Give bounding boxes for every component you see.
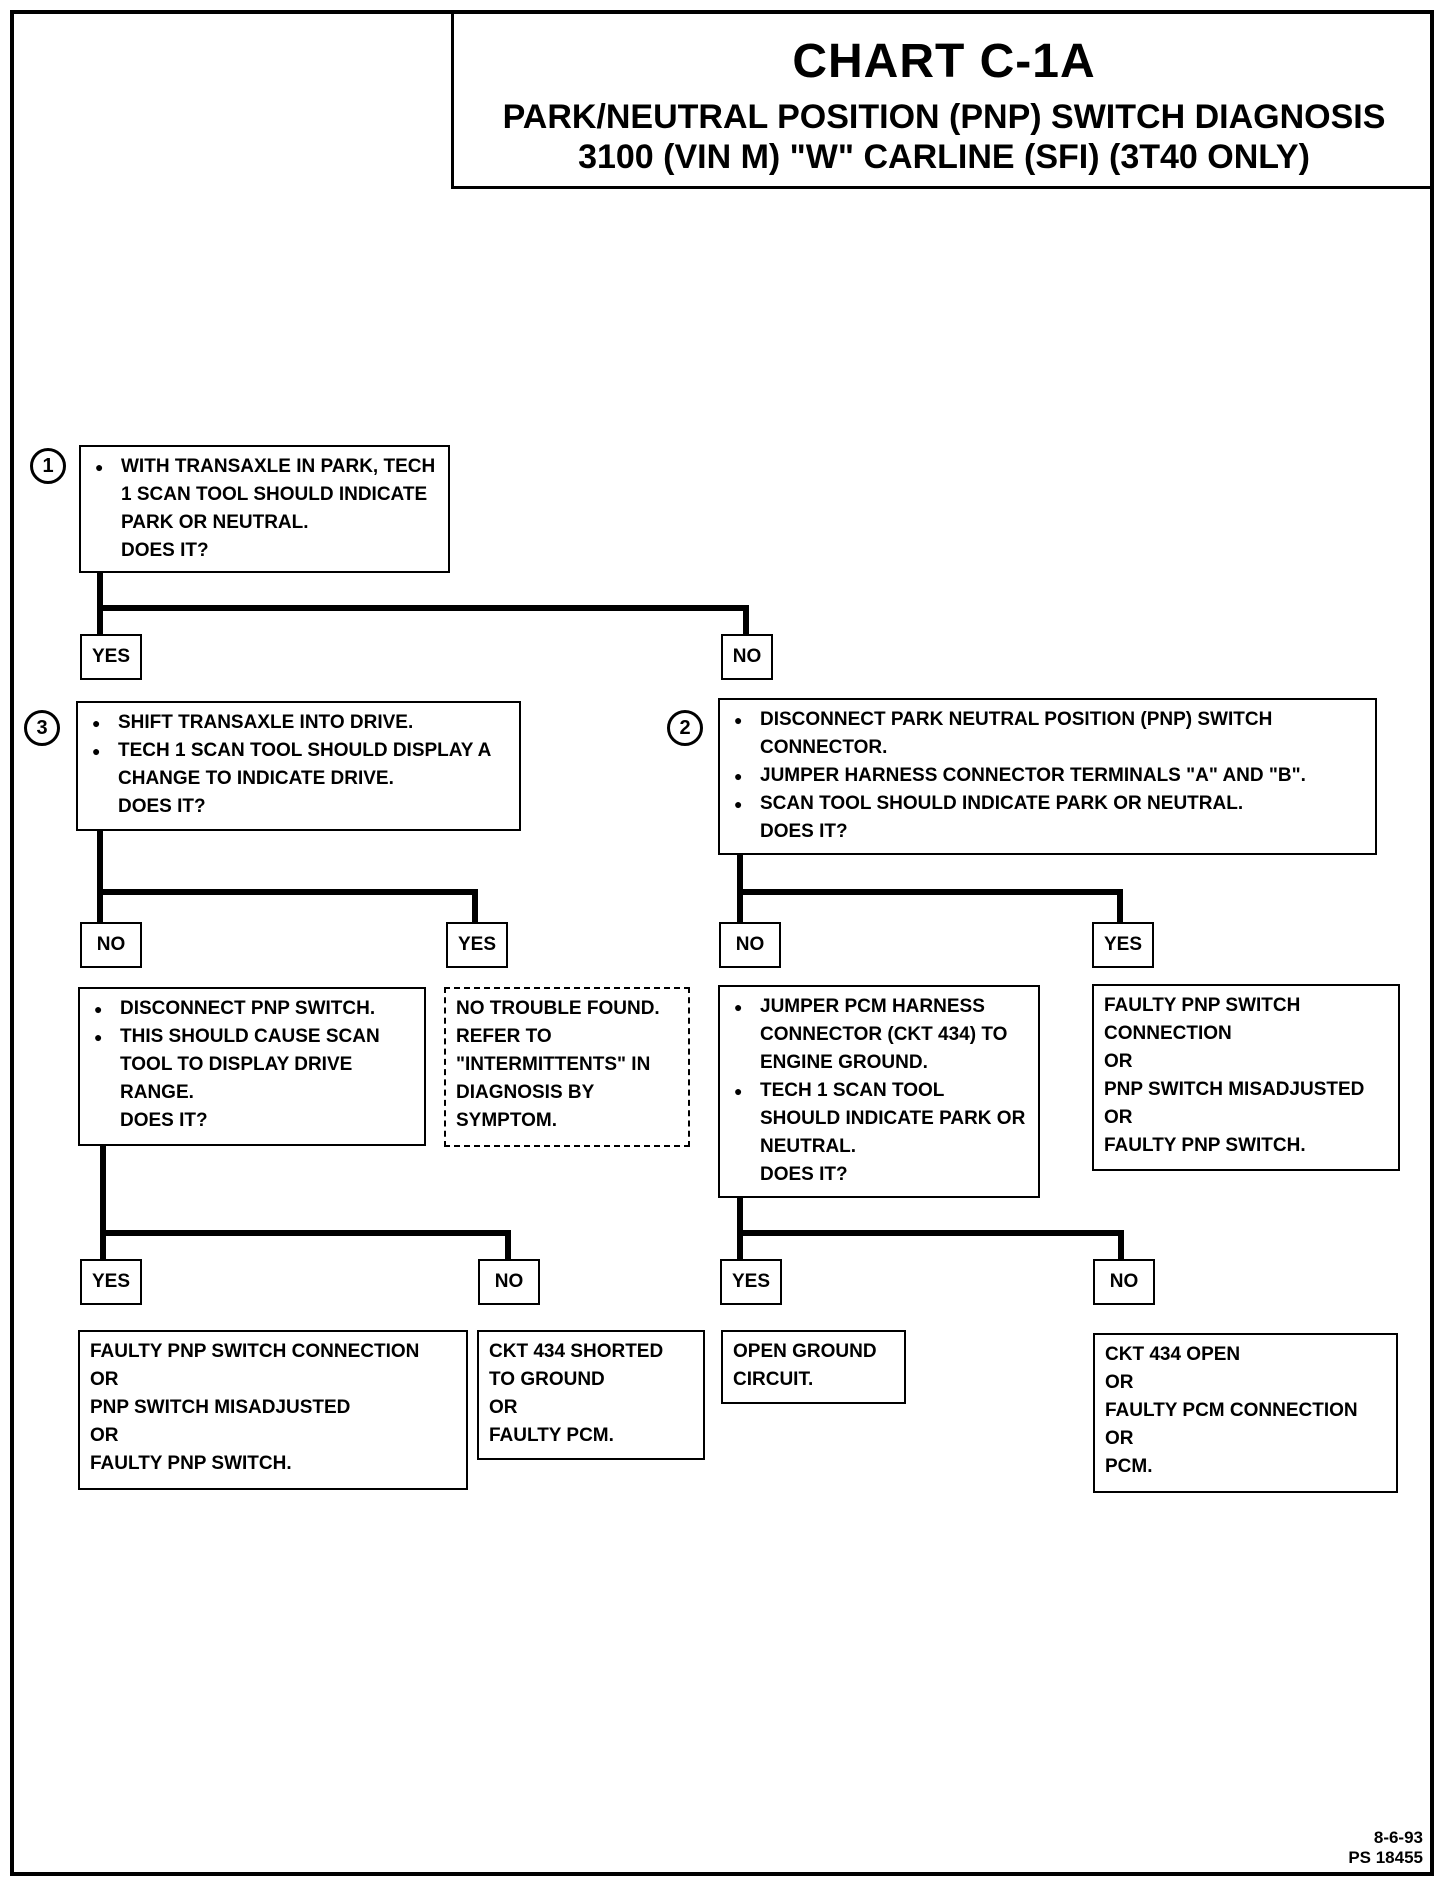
jumper-pcm-question: DOES IT? xyxy=(760,1164,848,1185)
no-trouble-line-4: DIAGNOSIS BY xyxy=(456,1082,595,1103)
step-1-instruction: WITH TRANSAXLE IN PARK, TECH 1 SCAN TOOL… xyxy=(91,453,438,537)
step-marker-2: 2 xyxy=(667,710,703,746)
faulty-pnp-right-line-3: OR xyxy=(1104,1051,1133,1072)
connector xyxy=(737,1230,1124,1236)
connector xyxy=(97,889,478,895)
step-3-instruction-1: SHIFT TRANSAXLE INTO DRIVE. xyxy=(88,709,509,737)
faulty-pnp-right-line-1: FAULTY PNP SWITCH xyxy=(1104,995,1301,1016)
yes-label: YES xyxy=(80,634,142,680)
yes-label: YES xyxy=(1092,922,1154,968)
ckt434-shorted-line-2: TO GROUND xyxy=(489,1369,605,1390)
chart-title: CHART C-1A xyxy=(792,35,1096,88)
footer-date: 8-6-93 xyxy=(1373,1828,1423,1847)
step-marker-1: 1 xyxy=(30,448,66,484)
disconnect-pnp-question: DOES IT? xyxy=(120,1110,208,1131)
faulty-pnp-left-line-3: PNP SWITCH MISADJUSTED xyxy=(90,1397,351,1418)
ckt434-open-line-5: PCM. xyxy=(1105,1456,1153,1477)
step-2-instruction-1: DISCONNECT PARK NEUTRAL POSITION (PNP) S… xyxy=(730,706,1365,762)
faulty-pnp-right-box: FAULTY PNP SWITCH CONNECTION OR PNP SWIT… xyxy=(1092,984,1400,1171)
connector xyxy=(737,889,1123,895)
connector xyxy=(97,605,749,611)
subtitle-line-1: PARK/NEUTRAL POSITION (PNP) SWITCH DIAGN… xyxy=(502,98,1386,136)
no-label: NO xyxy=(80,922,142,968)
faulty-pnp-left-box: FAULTY PNP SWITCH CONNECTION OR PNP SWIT… xyxy=(78,1330,468,1490)
step-2-instruction-3: SCAN TOOL SHOULD INDICATE PARK OR NEUTRA… xyxy=(730,790,1365,818)
faulty-pnp-right-line-4: PNP SWITCH MISADJUSTED xyxy=(1104,1079,1365,1100)
jumper-pcm-instruction-2: TECH 1 SCAN TOOL SHOULD INDICATE PARK OR… xyxy=(730,1077,1028,1161)
ckt434-shorted-line-4: FAULTY PCM. xyxy=(489,1425,614,1446)
faulty-pnp-left-line-4: OR xyxy=(90,1425,119,1446)
faulty-pnp-right-line-6: FAULTY PNP SWITCH. xyxy=(1104,1135,1306,1156)
ckt434-open-line-2: OR xyxy=(1105,1372,1134,1393)
ckt434-shorted-line-1: CKT 434 SHORTED xyxy=(489,1341,664,1362)
no-label: NO xyxy=(478,1259,540,1305)
ckt434-shorted-line-3: OR xyxy=(489,1397,518,1418)
jumper-pcm-instruction-1: JUMPER PCM HARNESS CONNECTOR (CKT 434) T… xyxy=(730,993,1028,1077)
yes-label: YES xyxy=(446,922,508,968)
disconnect-pnp-box: DISCONNECT PNP SWITCH. THIS SHOULD CAUSE… xyxy=(78,987,426,1146)
no-trouble-line-2: REFER TO xyxy=(456,1026,552,1047)
ckt434-open-box: CKT 434 OPEN OR FAULTY PCM CONNECTION OR… xyxy=(1093,1333,1398,1493)
no-label: NO xyxy=(721,634,773,680)
no-trouble-line-1: NO TROUBLE FOUND. xyxy=(456,998,660,1019)
open-ground-line-1: OPEN GROUND xyxy=(733,1341,877,1362)
subtitle-line-2: 3100 (VIN M) "W" CARLINE (SFI) (3T40 ONL… xyxy=(578,138,1310,176)
yes-label: YES xyxy=(720,1259,782,1305)
jumper-pcm-box: JUMPER PCM HARNESS CONNECTOR (CKT 434) T… xyxy=(718,985,1040,1198)
connector xyxy=(100,1144,106,1264)
ckt434-open-line-4: OR xyxy=(1105,1428,1134,1449)
ckt434-shorted-box: CKT 434 SHORTED TO GROUND OR FAULTY PCM. xyxy=(477,1330,705,1460)
connector xyxy=(97,829,103,927)
ckt434-open-line-3: FAULTY PCM CONNECTION xyxy=(1105,1400,1358,1421)
no-trouble-line-5: SYMPTOM. xyxy=(456,1110,557,1131)
step-2-instruction-2: JUMPER HARNESS CONNECTOR TERMINALS "A" A… xyxy=(730,762,1365,790)
faulty-pnp-right-line-2: CONNECTION xyxy=(1104,1023,1232,1044)
connector xyxy=(100,1230,511,1236)
faulty-pnp-left-line-2: OR xyxy=(90,1369,119,1390)
step-3-instruction-2: TECH 1 SCAN TOOL SHOULD DISPLAY A CHANGE… xyxy=(88,737,509,793)
footer-code: PS 18455 xyxy=(1348,1848,1423,1867)
ckt434-open-line-1: CKT 434 OPEN xyxy=(1105,1344,1241,1365)
connector xyxy=(505,1230,511,1264)
faulty-pnp-left-line-5: FAULTY PNP SWITCH. xyxy=(90,1453,292,1474)
connector xyxy=(1117,889,1123,927)
connector xyxy=(1118,1230,1124,1264)
chart-subtitle: PARK/NEUTRAL POSITION (PNP) SWITCH DIAGN… xyxy=(454,97,1434,177)
open-ground-box: OPEN GROUND CIRCUIT. xyxy=(721,1330,906,1404)
page-border xyxy=(10,10,1434,1876)
no-label: NO xyxy=(1093,1259,1155,1305)
open-ground-line-2: CIRCUIT. xyxy=(733,1369,814,1390)
step-1-box: WITH TRANSAXLE IN PARK, TECH 1 SCAN TOOL… xyxy=(79,445,450,573)
connector xyxy=(97,572,103,634)
step-marker-3: 3 xyxy=(24,710,60,746)
step-3-box: SHIFT TRANSAXLE INTO DRIVE. TECH 1 SCAN … xyxy=(76,701,521,831)
no-trouble-line-3: "INTERMITTENTS" IN xyxy=(456,1054,651,1075)
footer-reference: 8-6-93 PS 18455 xyxy=(1348,1828,1423,1868)
step-2-box: DISCONNECT PARK NEUTRAL POSITION (PNP) S… xyxy=(718,698,1377,855)
yes-label: YES xyxy=(80,1259,142,1305)
disconnect-pnp-instruction-2: THIS SHOULD CAUSE SCAN TOOL TO DISPLAY D… xyxy=(90,1023,414,1107)
connector xyxy=(472,889,478,927)
no-trouble-found-box: NO TROUBLE FOUND. REFER TO "INTERMITTENT… xyxy=(444,987,690,1147)
no-label: NO xyxy=(719,922,781,968)
step-3-question: DOES IT? xyxy=(118,796,206,817)
connector xyxy=(743,605,749,635)
disconnect-pnp-instruction-1: DISCONNECT PNP SWITCH. xyxy=(90,995,414,1023)
faulty-pnp-right-line-5: OR xyxy=(1104,1107,1133,1128)
title-block: CHART C-1A PARK/NEUTRAL POSITION (PNP) S… xyxy=(451,10,1434,189)
step-1-question: DOES IT? xyxy=(121,540,209,561)
faulty-pnp-left-line-1: FAULTY PNP SWITCH CONNECTION xyxy=(90,1341,420,1362)
step-2-question: DOES IT? xyxy=(760,821,848,842)
